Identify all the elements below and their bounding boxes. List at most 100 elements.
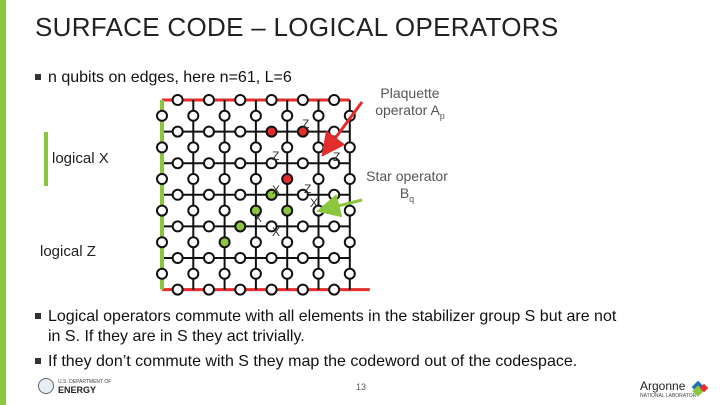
logical-x-label: logical X [52, 150, 109, 167]
star-qubit [234, 220, 247, 233]
argonne-name: Argonne [640, 379, 686, 393]
star-label: Star operator B [366, 168, 448, 201]
qubit-node [218, 173, 231, 185]
qubit-node [281, 204, 294, 217]
doe-name: ENERGY [58, 385, 97, 395]
qubit-node [249, 267, 262, 280]
bullet-codespace: If they don’t commute with S they map th… [35, 352, 577, 372]
qubit-node [171, 188, 184, 201]
qubit-node [202, 157, 215, 170]
qubit-node [234, 125, 247, 138]
qubit-node [187, 267, 200, 280]
bullet-qubits: n qubits on edges, here n=61, L=6 [35, 68, 292, 88]
qubit-node [265, 157, 278, 170]
qubit-node [265, 94, 278, 106]
qubit-node [171, 125, 184, 138]
qubit-node [234, 188, 247, 201]
plaquette-arrow [321, 101, 364, 157]
logical-z-label: logical Z [40, 243, 96, 260]
plaquette-label: Plaquette operator A [375, 85, 440, 118]
argonne-mark-icon [690, 379, 709, 397]
qubit-node [281, 141, 294, 154]
star-subscript: q [409, 193, 415, 204]
qubit-node [187, 141, 200, 154]
qubit-node [171, 157, 184, 170]
plaquette-subscript: p [439, 110, 445, 121]
qubit-node [156, 236, 168, 249]
argonne-small-text: NATIONAL LABORATORY [640, 393, 700, 399]
qubit-node [296, 283, 309, 296]
qubit-node [202, 125, 215, 138]
qubit-node [202, 94, 215, 106]
qubit-node [296, 188, 309, 201]
qubit-node [312, 267, 325, 280]
qubit-node [249, 204, 262, 217]
accent-bar [0, 0, 6, 405]
qubit-node [296, 220, 309, 233]
qubit-node [328, 283, 341, 296]
bullet-marker [35, 357, 41, 364]
bullet-commute-line1: Logical operators commute with all eleme… [48, 308, 617, 325]
plaquette-callout: Plaquette operator Ap [362, 85, 458, 125]
qubit-node [202, 252, 215, 264]
qubit-node [343, 173, 356, 185]
qubit-node [249, 141, 262, 154]
qubit-node [343, 236, 356, 249]
qubit-node [187, 173, 200, 185]
qubit-node [312, 173, 325, 185]
qubit-node [265, 283, 278, 296]
qubit-node [171, 220, 184, 233]
qubit-node [265, 220, 278, 233]
qubit-node [218, 204, 231, 217]
qubit-node [218, 109, 231, 122]
qubit-node [343, 267, 356, 280]
logical-x-marker [44, 132, 48, 186]
star-arrow [316, 193, 363, 218]
qubit-node [202, 220, 215, 233]
qubit-node [281, 267, 294, 280]
bullet-commute-line2: in S. If they are in S they act triviall… [48, 328, 305, 345]
pauli-label: X [272, 183, 280, 197]
qubit-node [343, 204, 356, 217]
qubit-node [265, 252, 278, 264]
qubit-node [187, 109, 200, 122]
qubit-node [343, 141, 356, 154]
qubit-node [234, 252, 247, 264]
qubit-node [234, 157, 247, 170]
qubit-node [202, 283, 215, 296]
qubit-node [156, 141, 168, 154]
bullet-qubits-text: n qubits on edges, here n=61, L=6 [48, 69, 292, 86]
pauli-label: Z [302, 117, 309, 131]
pauli-label: Z [304, 182, 311, 196]
doe-office-block [121, 386, 171, 387]
qubit-node [312, 141, 325, 154]
star-qubit [265, 188, 278, 201]
qubit-node [296, 125, 309, 138]
argonne-logo: Argonne NATIONAL LABORATORY [640, 379, 700, 401]
qubit-node [328, 188, 341, 201]
pauli-label: X [310, 196, 318, 210]
qubit-node [156, 267, 168, 280]
qubit-node [296, 252, 309, 264]
pauli-label: Z [333, 150, 340, 164]
qubit-node [296, 157, 309, 170]
qubit-node [281, 236, 294, 249]
qubit-node [328, 157, 341, 170]
qubit-node [265, 125, 278, 138]
qubit-node [328, 252, 341, 264]
qubit-node [281, 109, 294, 122]
star-callout: Star operator Bq [362, 168, 452, 208]
qubit-node [218, 236, 231, 249]
qubit-node [202, 188, 215, 201]
bullet-codespace-text: If they don’t commute with S they map th… [48, 353, 578, 370]
qubit-node [171, 94, 184, 106]
qubit-node [187, 236, 200, 249]
qubit-node [328, 94, 341, 106]
qubit-node [171, 252, 184, 264]
qubit-node [156, 109, 168, 122]
qubit-node [156, 204, 168, 217]
qubit-node [328, 220, 341, 233]
qubit-node [312, 236, 325, 249]
bullet-commute: Logical operators commute with all eleme… [35, 307, 705, 347]
